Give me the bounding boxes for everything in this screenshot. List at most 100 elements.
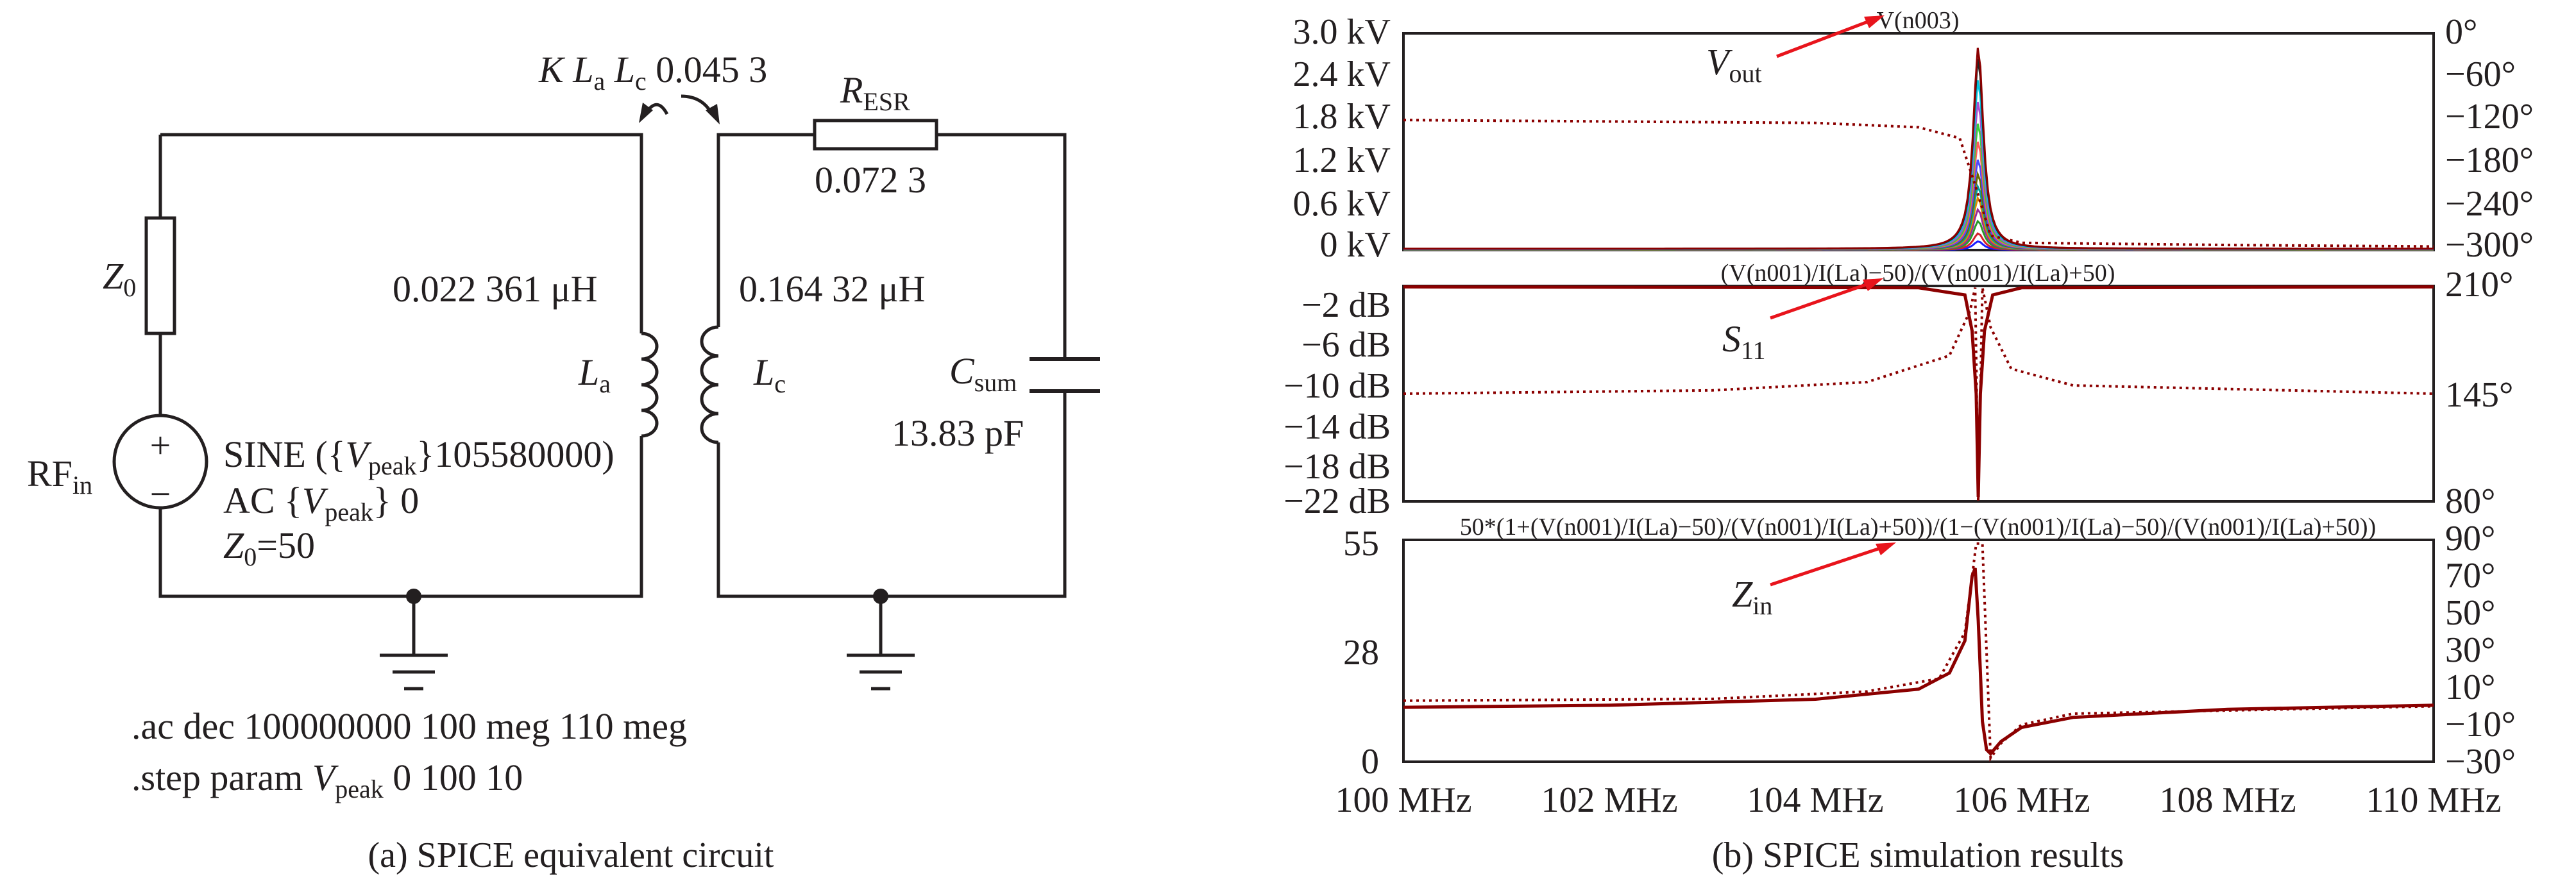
vout-series-9 bbox=[1403, 123, 2434, 251]
rf-source-plus: + bbox=[150, 424, 171, 466]
zin-left-tick-1: 28 bbox=[1343, 633, 1379, 673]
x-tick-0: 100 MHz bbox=[1335, 780, 1471, 820]
lc-label: Lc bbox=[753, 351, 786, 398]
vout-left-tick-5: 0 kV bbox=[1320, 225, 1391, 265]
x-tick-2: 104 MHz bbox=[1747, 780, 1883, 820]
z0-resistor bbox=[144, 216, 176, 335]
lc-inductor-coil bbox=[700, 325, 719, 444]
coupling-arrowhead-right bbox=[706, 104, 720, 124]
vout-right-tick-3: −180° bbox=[2445, 140, 2534, 180]
s11-left-tick-4: −18 dB bbox=[1284, 447, 1391, 487]
zin-annotation: Zin bbox=[1732, 573, 1772, 620]
s11-annotation: S11 bbox=[1722, 318, 1766, 365]
s11-left-tick-2: −10 dB bbox=[1284, 366, 1391, 406]
circuit-caption: (a) SPICE equivalent circuit bbox=[368, 835, 774, 875]
results-caption: (b) SPICE simulation results bbox=[1712, 835, 2124, 875]
zin-right-tick-5: −10° bbox=[2445, 705, 2516, 744]
vout-curves bbox=[1403, 47, 2434, 251]
source-line-2: AC {Vpeak} 0 bbox=[223, 480, 419, 526]
s11-plot-frame bbox=[1402, 285, 2435, 503]
vout-series-13 bbox=[1403, 47, 2434, 250]
zin-right-tick-4: 10° bbox=[2445, 667, 2495, 707]
vout-left-tick-0: 3.0 kV bbox=[1293, 12, 1391, 52]
source-line-3: Z0=50 bbox=[223, 524, 315, 571]
resr-resistor bbox=[813, 119, 938, 151]
s11-left-tick-0: −2 dB bbox=[1301, 285, 1391, 325]
wire-cap-bottom bbox=[716, 391, 1067, 598]
zin-phase-curve bbox=[1403, 542, 2434, 762]
rf-in-label: RFin bbox=[27, 453, 92, 499]
step-command: .step param Vpeak 0 100 10 bbox=[131, 757, 523, 803]
vout-pointer-arrowhead bbox=[1864, 15, 1885, 28]
zin-right-tick-1: 70° bbox=[2445, 556, 2495, 596]
vout-series-11 bbox=[1403, 80, 2434, 250]
vout-series-3 bbox=[1403, 207, 2434, 251]
s11-panel-title: (V(n001)/I(La)−50)/(V(n001)/I(La)+50) bbox=[1721, 260, 2115, 287]
vout-series-6 bbox=[1403, 171, 2434, 251]
zin-left-tick-0: 55 bbox=[1343, 524, 1379, 564]
vout-pointer-arrow bbox=[1776, 17, 1875, 58]
vout-left-tick-2: 1.8 kV bbox=[1293, 97, 1391, 137]
vout-right-tick-2: −120° bbox=[2445, 97, 2534, 137]
coupling-label: K La Lc 0.045 3 bbox=[538, 49, 767, 96]
vout-right-tick-0: 0° bbox=[2445, 12, 2477, 52]
vout-left-tick-3: 1.2 kV bbox=[1293, 140, 1391, 180]
zin-panel: 50*(1+(V(n001)/I(La)−50)/(V(n001)/I(La)+… bbox=[1335, 514, 2516, 820]
zin-right-tick-6: −30° bbox=[2445, 742, 2516, 782]
resr-label: RESR bbox=[840, 69, 910, 116]
wire-secondary-top bbox=[716, 133, 815, 327]
la-value: 0.022 361 μH bbox=[393, 268, 597, 310]
la-label: La bbox=[578, 351, 611, 398]
wire-primary-top bbox=[160, 133, 643, 333]
vout-phase-curve bbox=[1403, 119, 2434, 248]
s11-left-tick-5: −22 dB bbox=[1284, 482, 1391, 521]
s11-phase-curve bbox=[1403, 287, 2434, 502]
s11-left-tick-1: −6 dB bbox=[1301, 325, 1391, 365]
zin-pointer-arrowhead bbox=[1876, 542, 1896, 555]
s11-right-tick-0: 210° bbox=[2445, 265, 2513, 305]
vout-right-tick-1: −60° bbox=[2445, 55, 2516, 94]
vout-series-10 bbox=[1403, 101, 2434, 250]
vout-left-tick-1: 2.4 kV bbox=[1293, 55, 1391, 94]
s11-pointer-arrowhead bbox=[1863, 278, 1883, 291]
x-tick-3: 106 MHz bbox=[1953, 780, 2090, 820]
vout-right-tick-4: −240° bbox=[2445, 184, 2534, 224]
csum-value: 13.83 pF bbox=[892, 412, 1024, 454]
s11-left-tick-3: −14 dB bbox=[1284, 407, 1391, 447]
ac-command: .ac dec 100000000 100 meg 110 meg bbox=[131, 705, 687, 747]
s11-right-tick-2: 80° bbox=[2445, 482, 2495, 521]
s11-panel: (V(n001)/I(La)−50)/(V(n001)/I(La)+50) −2… bbox=[1284, 260, 2513, 521]
x-tick-4: 108 MHz bbox=[2159, 780, 2296, 820]
wire-secondary-right bbox=[936, 133, 1067, 359]
csum-label: Csum bbox=[949, 350, 1017, 397]
zin-pointer-arrow bbox=[1770, 544, 1886, 587]
z0-label: Z0 bbox=[103, 255, 136, 302]
vout-series-8 bbox=[1403, 141, 2434, 251]
zin-right-tick-3: 30° bbox=[2445, 630, 2495, 670]
s11-right-tick-1: 145° bbox=[2445, 375, 2513, 415]
zin-right-tick-2: 50° bbox=[2445, 593, 2495, 633]
vout-series-4 bbox=[1403, 195, 2434, 251]
vout-right-tick-5: −300° bbox=[2445, 225, 2534, 265]
vout-series-5 bbox=[1403, 183, 2434, 251]
zin-left-tick-2: 0 bbox=[1361, 742, 1379, 782]
resr-value: 0.072 3 bbox=[815, 159, 926, 201]
s11-curves bbox=[1403, 285, 2434, 502]
spice-results: V(n003) 3.0 kV 2.4 kV 1.8 kV 1.2 kV 0.6 … bbox=[1284, 7, 2534, 875]
vout-plot-frame bbox=[1402, 32, 2435, 251]
s11-pointer-arrow bbox=[1770, 280, 1874, 320]
wire-primary-bottom bbox=[158, 436, 643, 598]
lc-value: 0.164 32 μH bbox=[739, 268, 925, 310]
zin-right-tick-0: 90° bbox=[2445, 519, 2495, 558]
vout-panel-title: V(n003) bbox=[1877, 7, 1960, 34]
x-tick-1: 102 MHz bbox=[1541, 780, 1677, 820]
vout-annotation: Vout bbox=[1706, 41, 1762, 88]
spice-circuit: + − K La Lc 0.045 3 RESR 0.072 3 bbox=[27, 49, 1100, 875]
zin-panel-title: 50*(1+(V(n001)/I(La)−50)/(V(n001)/I(La)+… bbox=[1460, 514, 2377, 541]
zin-curves bbox=[1403, 542, 2434, 762]
vout-series-12 bbox=[1403, 58, 2434, 250]
la-inductor-coil bbox=[641, 331, 659, 438]
vout-left-tick-4: 0.6 kV bbox=[1293, 184, 1391, 224]
zin-magnitude-curve bbox=[1403, 567, 2434, 757]
